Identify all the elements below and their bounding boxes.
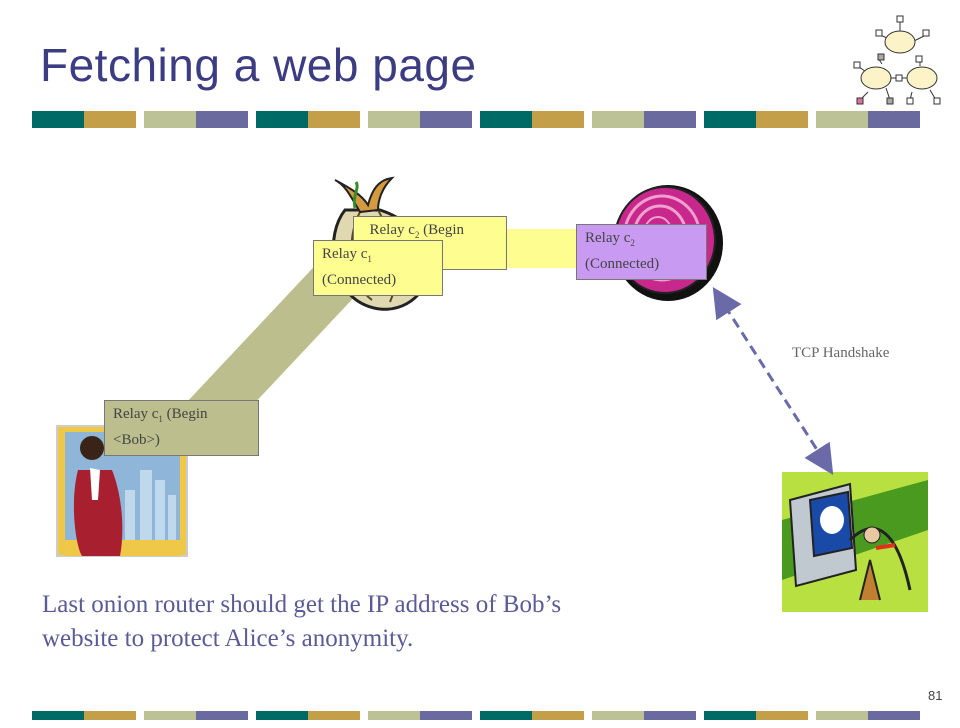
- relay-box-middle-front: Relay c1 (Connected): [313, 240, 443, 296]
- tunnel-alice-to-router1: [170, 255, 375, 440]
- slide-title: Fetching a web page: [40, 39, 477, 91]
- bottom-stripe: [32, 711, 920, 720]
- tcp-handshake-label: TCP Handshake: [792, 345, 890, 361]
- relay-box-exit: Relay c2 (Connected): [576, 224, 707, 280]
- top-stripe: [32, 111, 920, 128]
- page-number: 81: [928, 688, 943, 703]
- relay-box-alice: Relay c1 (Begin <Bob>): [104, 400, 259, 456]
- tcp-handshake-arrow: [712, 286, 834, 476]
- network-logo-icon: [853, 15, 941, 105]
- slide-caption: Last onion router should get the IP addr…: [42, 591, 562, 652]
- bob-website-image: [782, 472, 928, 612]
